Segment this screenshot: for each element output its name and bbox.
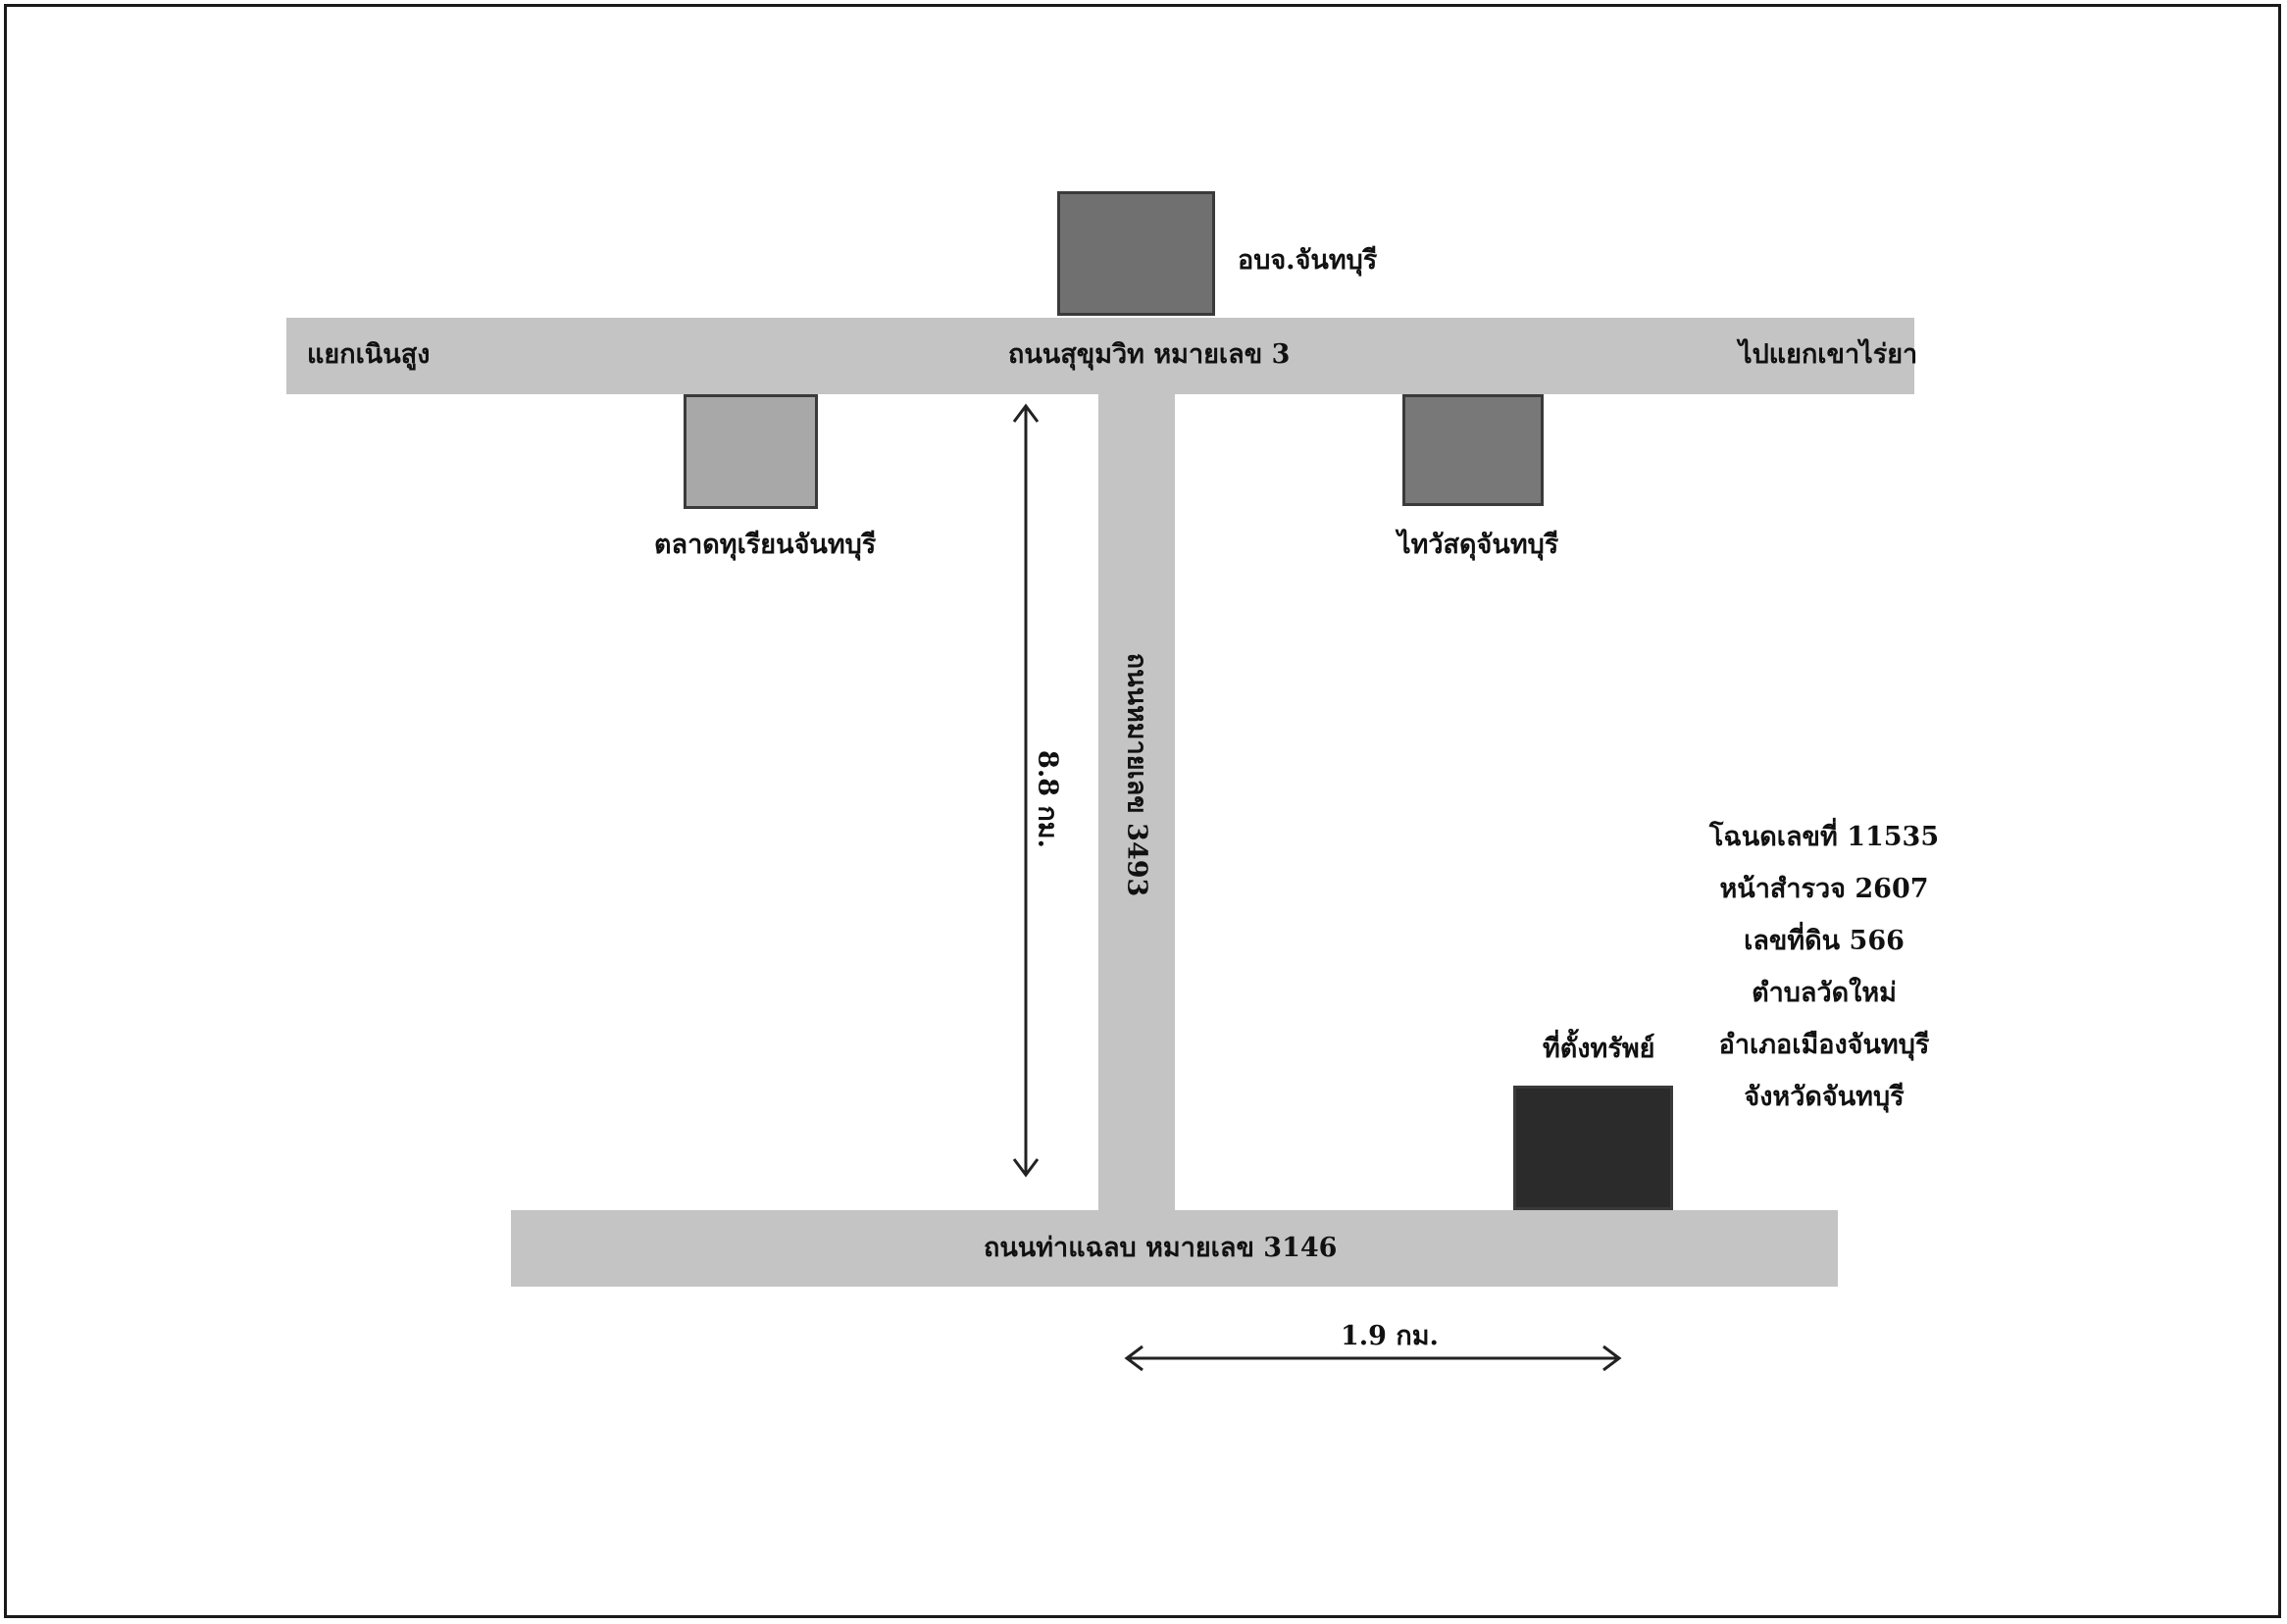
- road-sukhumvit-west-label: แยกเนินสูง: [307, 339, 431, 370]
- horizontal-distance-label: 1.9 กม.: [1341, 1321, 1439, 1351]
- subdistrict: ตำบลวัดใหม่: [1752, 978, 1897, 1008]
- landmark-durian-market-label: ตลาดทุเรียนจันทบุรี: [654, 530, 877, 560]
- vertical-distance-label: 8.8 กม.: [1032, 750, 1063, 848]
- district: อำเภอเมืองจันทบุรี: [1718, 1030, 1930, 1060]
- road-tha-chalaep-label: ถนนท่าแฉลบ หมายเลข 3146: [984, 1233, 1338, 1263]
- deed-info-block: โฉนดเลขที่ 11535 หน้าสำรวจ 2607 เลขที่ดิ…: [1706, 811, 1942, 1123]
- property-location-marker: [1513, 1086, 1673, 1210]
- land-number: เลขที่ดิน 566: [1744, 926, 1905, 956]
- road-3493: [1098, 394, 1175, 1210]
- province: จังหวัดจันทบุรี: [1744, 1082, 1905, 1112]
- landmark-thai-watsadu-label: ไทวัสดุจันทบุรี: [1398, 530, 1559, 560]
- landmark-thai-watsadu: [1402, 394, 1544, 506]
- deed-number: โฉนดเลขที่ 11535: [1708, 822, 1940, 852]
- landmark-durian-market: [684, 394, 818, 509]
- page-frame: [4, 4, 2281, 1618]
- road-sukhumvit-east-label: ไปแยกเขาไร่ยา: [1739, 339, 1918, 370]
- road-tha-chalaep: [511, 1210, 1838, 1287]
- road-sukhumvit-label: ถนนสุขุมวิท หมายเลข 3: [1008, 339, 1291, 370]
- property-location-label: ที่ตั้งทรัพย์: [1543, 1034, 1655, 1064]
- landmark-pao-building: [1057, 191, 1215, 316]
- landmark-pao-label: อบจ.จันทบุรี: [1238, 245, 1378, 276]
- road-sukhumvit: [286, 318, 1914, 394]
- survey-page: หน้าสำรวจ 2607: [1719, 874, 1929, 904]
